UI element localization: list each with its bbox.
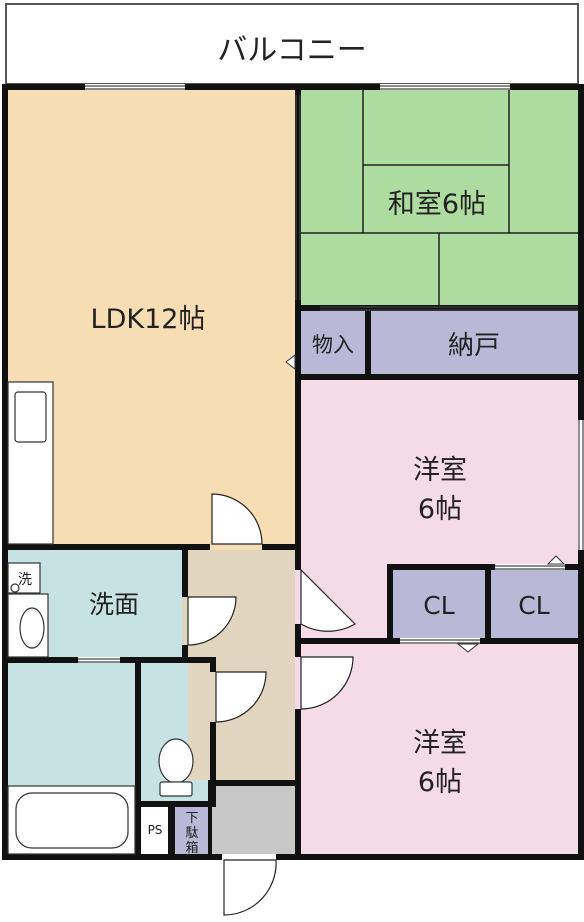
nando-label: 納戸 <box>448 331 500 361</box>
getabako-area <box>175 807 208 854</box>
cl2-label: CL <box>518 591 549 620</box>
yoshitsu1-name: 洋室 <box>413 455 467 486</box>
ps-area <box>141 807 168 854</box>
getabako-label-3: 箱 <box>185 840 198 856</box>
cl1-area <box>393 570 485 638</box>
kitchen-counter <box>7 381 54 545</box>
window-lines <box>78 85 584 663</box>
small-marks <box>285 353 566 653</box>
hallway-area <box>188 550 296 780</box>
entrance-area <box>212 786 296 854</box>
toilet <box>158 738 194 797</box>
senmen-label: 洗面 <box>89 590 139 619</box>
ldk-area <box>8 90 296 544</box>
sentakuki-label: 洗 <box>18 572 32 588</box>
mono-ire-label: 物入 <box>312 333 354 357</box>
getabako-label-2: 駄 <box>185 826 198 841</box>
ldk-label: LDK12帖 <box>91 304 206 335</box>
nando-area <box>371 311 578 374</box>
cl1-label: CL <box>423 591 454 620</box>
getabako-label-1: 下 <box>185 811 198 826</box>
yoshitsu2-size: 6帖 <box>418 767 462 798</box>
cl2-area <box>491 570 578 638</box>
balcony-text: バルコニー <box>217 33 366 68</box>
yoshitsu2-name: 洋室 <box>413 728 467 759</box>
washitsu-label: 和室6帖 <box>388 189 486 220</box>
yoshitsu1-size: 6帖 <box>418 494 462 525</box>
door-swings <box>187 493 356 916</box>
bathtub <box>7 785 136 855</box>
wash-fixtures <box>7 562 49 658</box>
mono-ire-area <box>301 311 365 374</box>
wall-openings <box>78 84 584 860</box>
tatami-lines <box>301 90 578 305</box>
balcony <box>5 3 579 85</box>
ps-label: PS <box>148 823 163 837</box>
